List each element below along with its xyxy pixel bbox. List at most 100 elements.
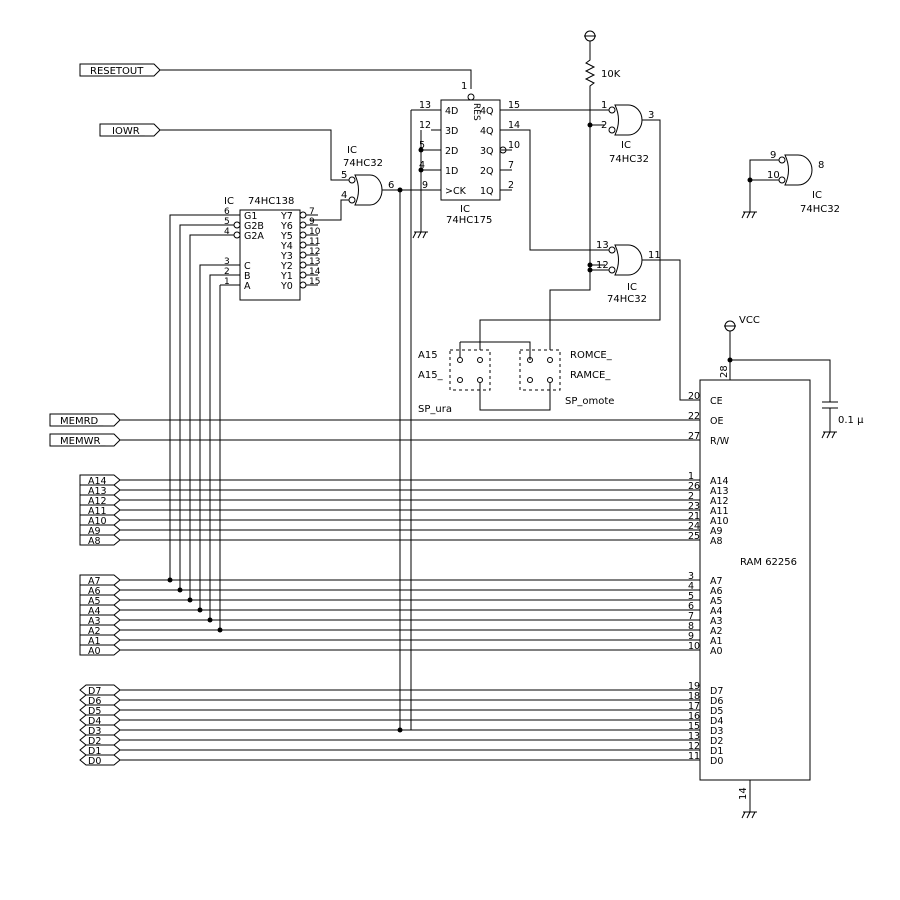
ram-pin-oe-num: 22 [688,411,700,422]
ram-pin-a2-label: A2 [710,626,723,637]
ram-pin-a5-label: A5 [710,596,723,607]
port-a0-label: A0 [88,646,101,657]
ram-pin-a9-num: 24 [688,521,700,532]
jumper-romce: ROMCE_ [570,350,613,361]
power-vcc: VCC 0.1 μ 28 [719,315,864,439]
ic175-pin-label: 3Q [480,146,494,157]
gate-or-top: IC 74HC32 5 4 6 [310,145,431,221]
ram-pin-d1-num: 12 [688,741,700,752]
ic175-pin-num: 2 [508,180,514,191]
ic175-pin-label: 1Q [480,186,494,197]
jumper-sp-omote: SP_omote [565,396,614,407]
port-a1: A1 [79,634,700,647]
ram-pin-d1: 12 D1 [688,741,723,757]
tap-line [217,285,223,633]
ic175-pin-3q-2: 3Q 10 [480,140,520,157]
port-a12-label: A12 [88,496,107,507]
ram-pin-rw-num: 27 [688,431,700,442]
ic175-pin-num: 13 [419,100,431,111]
ic138-pin-label: Y1 [280,271,293,282]
ram-pin-d1-label: D1 [710,746,723,757]
ic175-part: 74HC175 [446,215,492,226]
ram-pin-a4-num: 6 [688,601,694,612]
ic138-pin-label: G2B [244,221,264,232]
port-resetout-label: RESETOUT [90,66,144,77]
ram-vcc-pin: 28 [719,365,730,378]
port-a10-label: A10 [88,516,107,527]
ic138-pin-label: C [244,261,251,272]
or-un-pin-out: 8 [818,160,824,171]
ram-pin-a4-label: A4 [710,606,723,617]
port-iowr-label: IOWR_ [112,126,146,137]
port-a5: A5 [79,594,700,607]
ic175-pin-num: 5 [419,140,425,151]
ic138-pin-label: G2A [244,231,264,242]
ic175-pin-num: 10 [508,140,520,151]
port-d0-label: D0 [88,756,101,767]
ic175-pin-1q-4: 1Q 2 [480,180,514,197]
ic138-pin-num: 9 [309,217,315,227]
port-a11: A11 [79,504,700,517]
or-rm-pin-out: 11 [648,250,661,261]
ram-pin-d2-num: 13 [688,731,700,742]
ram-pin-d6-num: 18 [688,691,700,702]
ram-pin-ce-num: 20 [688,391,700,402]
port-a9: A9 [79,524,700,537]
or-un-part: 74HC32 [800,204,840,215]
port-a13-label: A13 [88,486,107,497]
port-d6: D6 [79,694,700,707]
resistor-10k: 10K [584,30,621,268]
ic175-ref: IC [460,204,470,215]
port-a8: A8 [79,534,700,547]
ram-pin-a5-num: 5 [688,591,694,602]
ram-pin-a12-label: A12 [710,496,729,507]
gate-or-unused: 9 10 8 IC 74HC32 [741,150,840,219]
port-a14: A14 [79,474,700,487]
ic175-pin-num: 12 [419,120,431,131]
ram-pin-a1-label: A1 [710,636,723,647]
ic138-pin-label: Y5 [280,231,293,242]
ram-pin-d0-label: D0 [710,756,723,767]
or-top-part: 74HC32 [343,158,383,169]
ram-pin-a6-label: A6 [710,586,723,597]
jumper-a15: A15 [418,350,438,361]
port-d7-label: D7 [88,686,101,697]
ram-pin-d5-num: 17 [688,701,700,712]
or-rm-pin-b: 12 [596,260,609,271]
port-d5: D5 [79,704,700,717]
ram-pin-a14-num: 1 [688,471,694,482]
ic138-pin-num: 3 [224,257,230,267]
decoder-address-taps [167,214,223,633]
port-a7: A7 [79,574,700,587]
ram-pin-a6-num: 4 [688,581,694,592]
ram-pin-a5: 5 A5 [688,591,723,607]
ic138-part: 74HC138 [248,196,294,207]
or-un-pin-a: 9 [770,150,776,161]
ram-pin-a3-num: 7 [688,611,694,622]
jumper-ramce: RAMCE_ [570,370,611,381]
tap-line [197,264,220,613]
ic138-pin-label: B [244,271,251,282]
ic138-pin-num: 15 [309,277,320,287]
